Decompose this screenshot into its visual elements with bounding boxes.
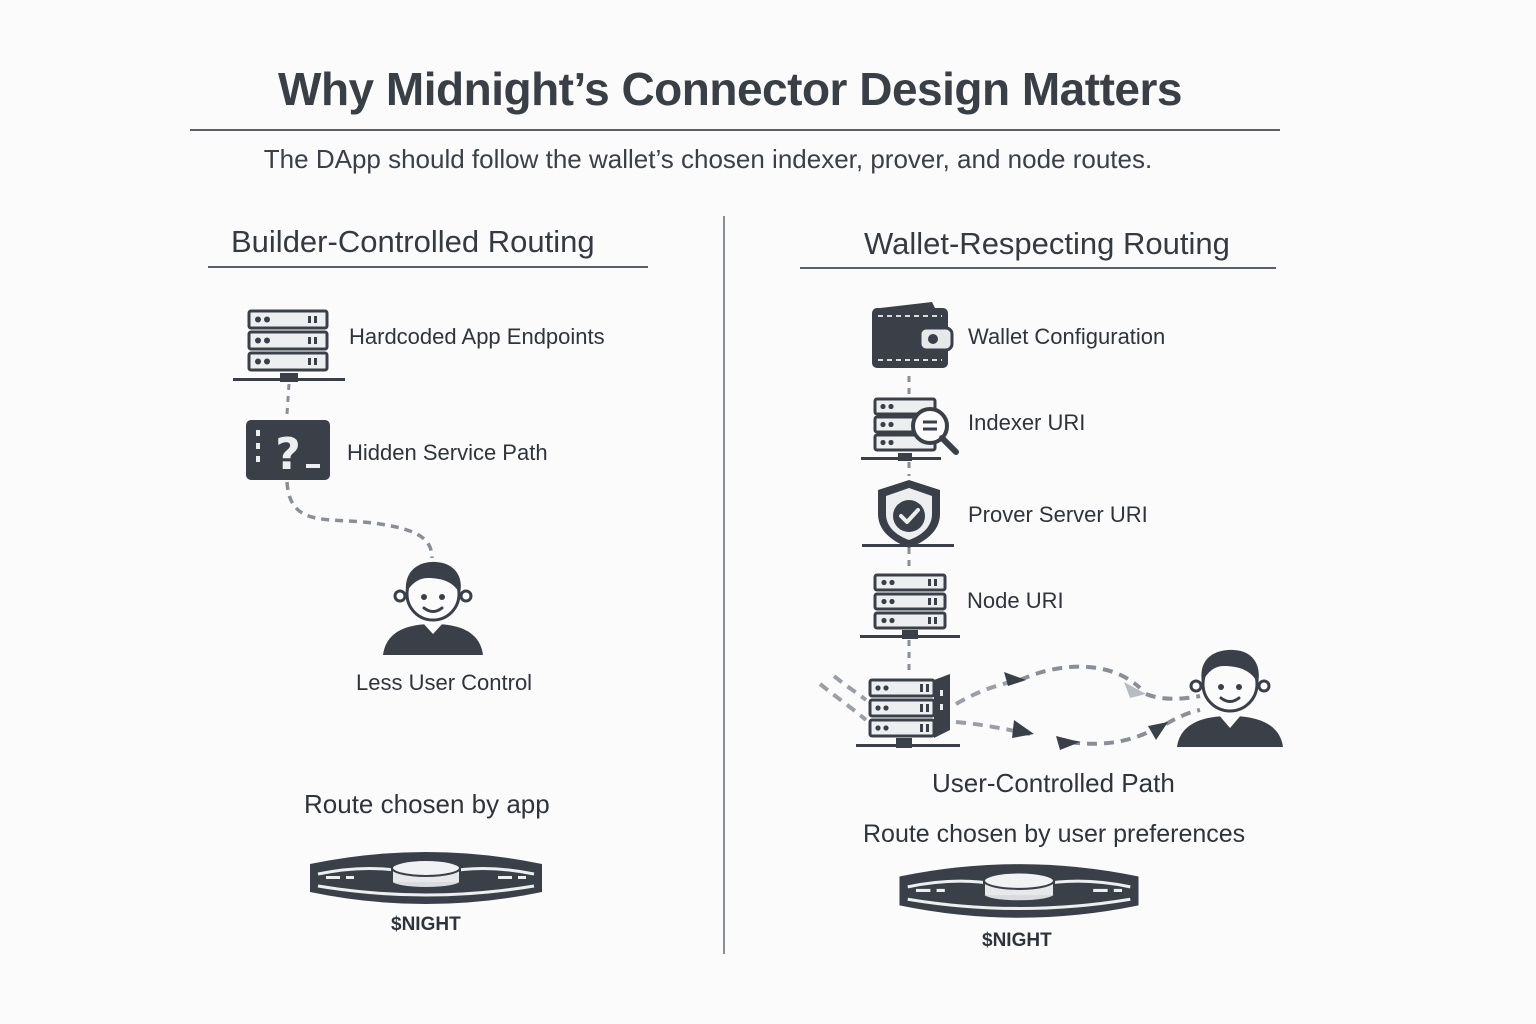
right-path-label: User-Controlled Path — [932, 768, 1175, 799]
right-item-label-wallet: Wallet Configuration — [968, 324, 1165, 350]
server-rack-icon — [860, 572, 960, 642]
user-icon — [1176, 648, 1284, 748]
right-token-label: $NIGHT — [982, 930, 1052, 952]
night-token-icon — [894, 858, 1144, 926]
right-item-label-prover: Prover Server URI — [968, 502, 1148, 528]
indexer-search-icon — [860, 396, 964, 464]
right-item-label-indexer: Indexer URI — [968, 410, 1085, 436]
routing-server-icon — [856, 674, 960, 750]
wallet-icon — [872, 300, 952, 368]
right-route-label: Route chosen by user preferences — [863, 820, 1245, 849]
right-item-label-node: Node URI — [967, 588, 1064, 614]
shield-check-icon — [862, 478, 956, 550]
